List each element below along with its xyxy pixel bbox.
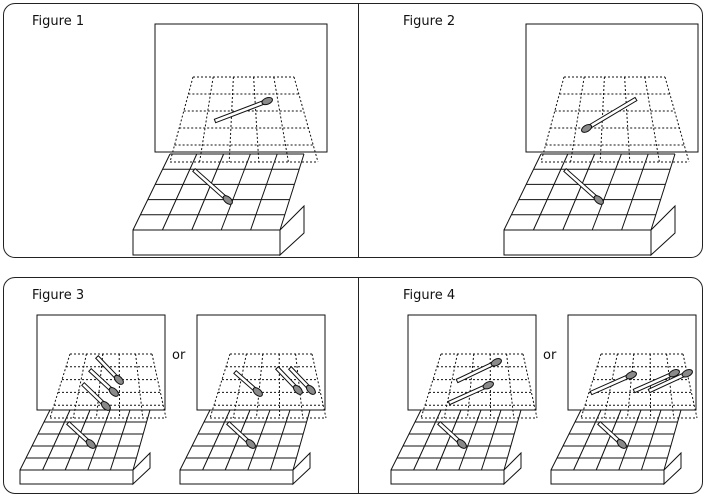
fig2-stick-1-shaft (563, 167, 598, 200)
figure-3-or-label: or (172, 348, 186, 363)
fig4a-stick-2-bulb (456, 439, 467, 449)
fig3b-stick-0-bulb (252, 387, 263, 397)
fig4b-screen (567, 314, 697, 411)
fig2-block-front (503, 229, 652, 256)
fig2-block-side (650, 204, 676, 257)
fig1-stick-1-shaft (192, 167, 227, 200)
fig3b-dashed-grid (209, 353, 327, 419)
fig1-dashed-grid (169, 76, 319, 163)
figure-2-label: Figure 2 (403, 14, 456, 29)
fig2-dashed-grid (540, 76, 690, 163)
fig1-screen (154, 23, 328, 153)
fig3b-block-side (292, 451, 311, 486)
fig3b-block-front (179, 469, 294, 485)
fig4a-solid-grid (390, 409, 522, 471)
fig4a-block-front (390, 469, 505, 485)
fig3a-stick-1-bulb (108, 387, 119, 397)
figure-4-or-label: or (543, 348, 557, 363)
fig2-stick-0-bulb (581, 124, 593, 133)
fig4b-block-side (663, 451, 682, 486)
fig4b-solid-grid (550, 409, 682, 471)
fig1-block-side (279, 204, 305, 257)
fig1-solid-grid (132, 153, 305, 231)
fig2-solid-grid (503, 153, 676, 231)
fig2-screen (525, 23, 699, 153)
fig1-stick-1-bulb (222, 195, 233, 205)
fig4b-dashed-grid (580, 353, 698, 419)
fig4a-stick-0-bulb (490, 358, 502, 367)
fig4b-stick-3-bulb (616, 439, 627, 449)
fig3b-stick-2-bulb (305, 384, 316, 395)
fig3a-block-side (132, 451, 151, 486)
fig3a-stick-3-bulb (85, 439, 96, 449)
fig3b-stick-1-bulb (292, 384, 303, 395)
bottom-panel (3, 277, 703, 494)
fig4b-stick-1-bulb (668, 369, 680, 378)
fig4b-stick-0-bulb (625, 371, 637, 380)
fig1-stick-0-bulb (261, 96, 273, 106)
bottom-divider (358, 277, 359, 494)
fig3a-stick-2-bulb (100, 400, 111, 411)
figure-4-label: Figure 4 (403, 288, 456, 303)
fig4b-stick-2-bulb (681, 369, 693, 378)
figure-3-label: Figure 3 (32, 288, 85, 303)
fig3b-stick-3-bulb (245, 439, 256, 449)
top-divider (358, 3, 359, 258)
fig4b-block-front (550, 469, 665, 485)
fig3a-solid-grid (19, 409, 151, 471)
fig3a-block-front (19, 469, 134, 485)
fig2-stick-1-bulb (593, 195, 604, 205)
top-panel (3, 3, 703, 258)
fig1-block-front (132, 229, 281, 256)
fig3a-stick-0-bulb (113, 374, 124, 385)
fig3b-solid-grid (179, 409, 311, 471)
fig3a-dashed-grid (49, 353, 167, 419)
fig4a-block-side (503, 451, 522, 486)
fig4a-stick-1-bulb (482, 381, 494, 390)
figure-1-label: Figure 1 (32, 14, 85, 29)
fig4a-screen (407, 314, 537, 411)
